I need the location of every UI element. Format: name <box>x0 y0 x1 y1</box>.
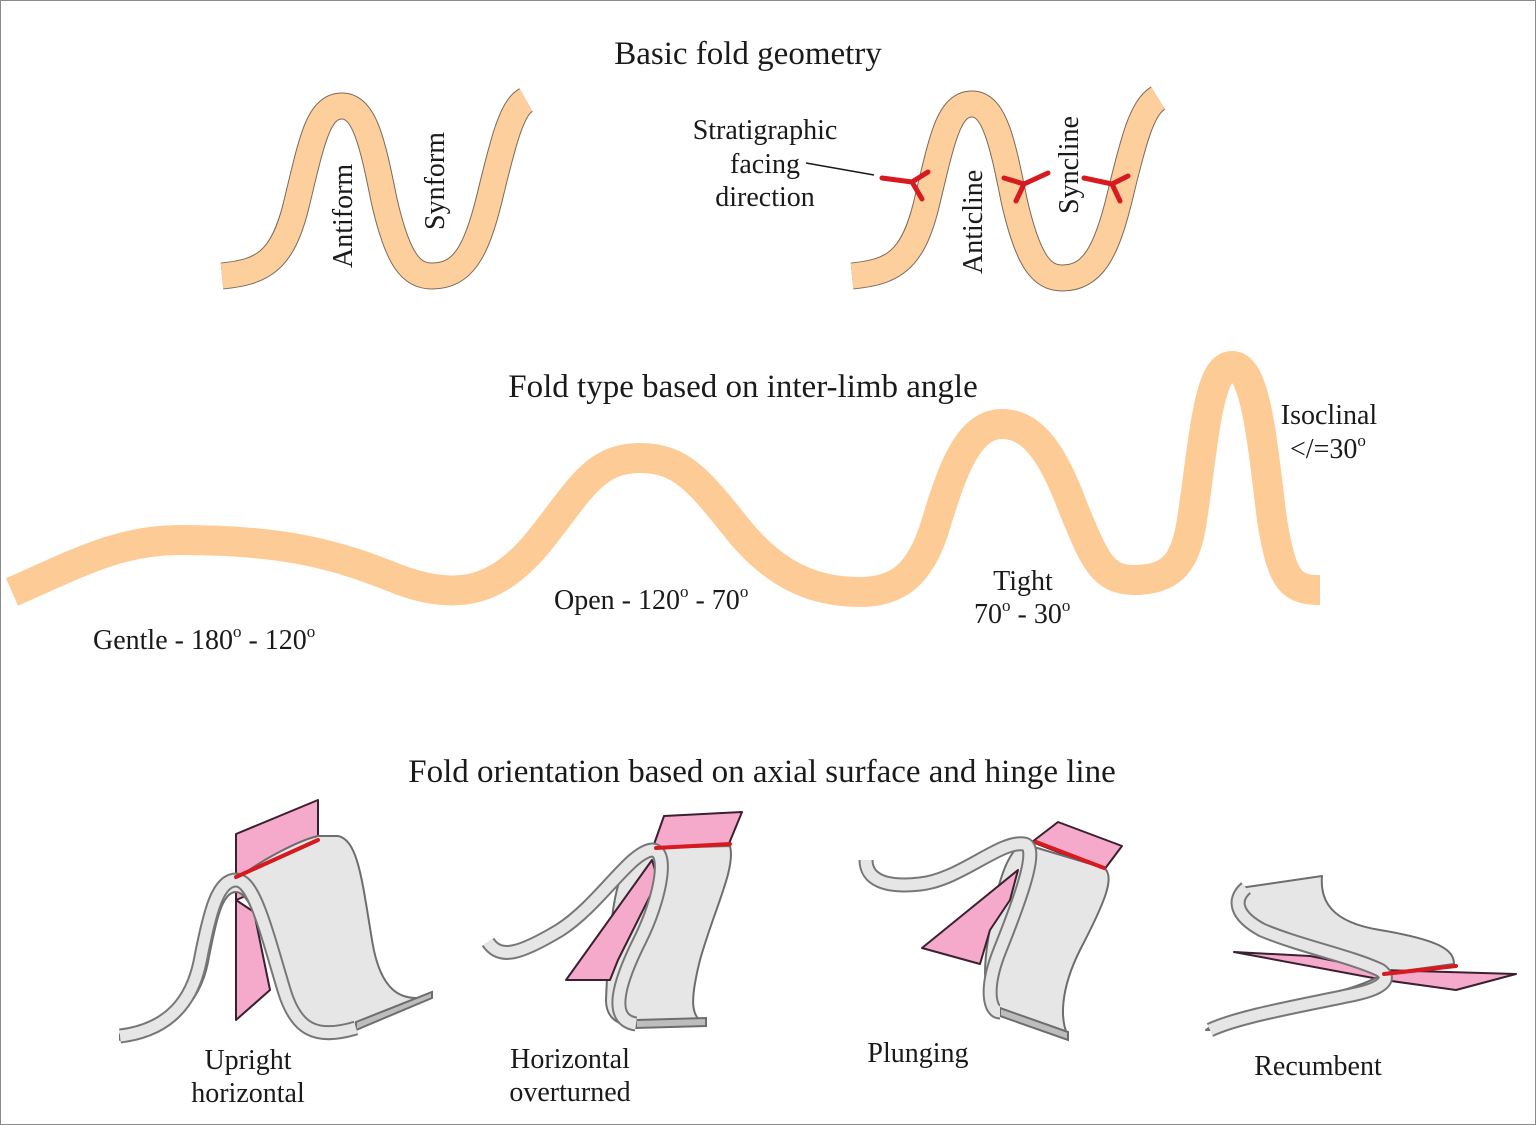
tight-label-line1: Tight <box>993 566 1053 597</box>
recumbent-label: Recumbent <box>1254 1051 1382 1082</box>
open-label: Open - 120o - 70o <box>554 582 748 616</box>
upright-label-line1: Upright <box>204 1045 291 1076</box>
facing-symbol-3 <box>1081 173 1131 204</box>
plunging-axial-surface-bottom <box>921 869 1019 965</box>
upright-horizontal-fold <box>118 799 433 1044</box>
facing-label-line1: Stratigraphic <box>693 115 838 146</box>
plunging-label: Plunging <box>867 1038 968 1069</box>
interlimb-wave-layer <box>5 351 1321 607</box>
interlimb-title: Fold type based on inter-limb angle <box>508 369 978 405</box>
overturned-label-line2: overturned <box>509 1077 630 1108</box>
upright-label-line2: horizontal <box>191 1078 305 1109</box>
synform-label: Synform <box>420 132 451 230</box>
gentle-label: Gentle - 180o - 120o <box>93 622 315 656</box>
upright-hinge-line <box>234 838 320 879</box>
basic-geometry-title: Basic fold geometry <box>614 36 882 72</box>
orientation-title: Fold orientation based on axial surface … <box>408 754 1115 790</box>
overturned-label-line1: Horizontal <box>510 1044 630 1075</box>
facing-symbol-2 <box>1001 170 1051 204</box>
plunging-hinge-line <box>1034 840 1106 870</box>
antiform-synform-layer <box>220 88 535 290</box>
horizontal-overturned-fold <box>481 811 743 1032</box>
facing-label-line2: facing <box>730 149 800 180</box>
facing-symbol-1 <box>879 169 931 202</box>
facing-leader-line <box>805 162 875 176</box>
plunging-fold <box>858 821 1123 1042</box>
recumbent-fold <box>1205 875 1517 1037</box>
upright-axial-surface-bottom <box>235 899 271 1021</box>
anticline-label: Anticline <box>958 170 989 274</box>
isoclinal-label-line1: Isoclinal <box>1281 400 1378 431</box>
antiform-label: Antiform <box>328 164 359 268</box>
overturned-hinge-line <box>654 842 732 850</box>
isoclinal-label-line2: </=30o <box>1290 431 1366 465</box>
recumbent-hinge-line <box>1382 964 1458 976</box>
tight-label-line2: 70o - 30o <box>974 596 1070 630</box>
facing-label-line3: direction <box>715 182 815 213</box>
syncline-label: Syncline <box>1054 116 1085 214</box>
